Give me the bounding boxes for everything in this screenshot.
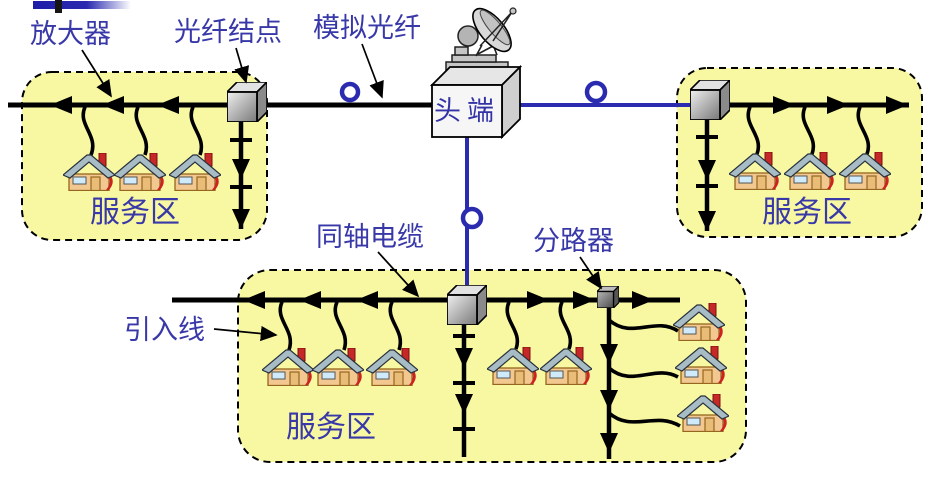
drop-wire xyxy=(607,366,679,379)
fiber-ring-icon xyxy=(460,206,484,230)
amplifier-icon xyxy=(102,96,124,114)
coax-pointer xyxy=(377,251,420,298)
drop-wire xyxy=(505,301,520,350)
drop-wire xyxy=(81,106,95,156)
service-area-bottom-label: 服务区 xyxy=(286,411,376,444)
drop-wire xyxy=(607,411,681,428)
slide-accent-bar xyxy=(33,0,131,13)
down-arrow-icon xyxy=(232,159,250,179)
coaxial-cable-label: 同轴电缆 xyxy=(316,222,424,252)
amplifier-label: 放大器 xyxy=(30,19,111,49)
amplifier-icon xyxy=(157,96,179,114)
amplifier-icon xyxy=(50,96,72,114)
amplifier-icon xyxy=(243,291,265,309)
drop-wire xyxy=(278,301,293,351)
amplifier-icon xyxy=(827,96,849,114)
amplifier-icon xyxy=(773,96,795,114)
down-arrow-icon xyxy=(455,348,473,368)
amplifier-icon xyxy=(356,291,378,309)
down-arrow-icon xyxy=(455,394,473,414)
amplifier-icon xyxy=(632,291,654,309)
drop-wire xyxy=(607,318,679,333)
fiber-ring-icon xyxy=(339,81,361,103)
headend-box-front xyxy=(431,84,503,138)
analog-fiber-pointer xyxy=(361,43,384,99)
amplifier-icon xyxy=(299,291,321,309)
amplifier-icon xyxy=(573,291,595,309)
down-arrow-icon xyxy=(232,209,250,229)
fiber-node-pointer xyxy=(234,47,250,84)
amplifier-icon xyxy=(886,96,908,114)
down-arrow-icon xyxy=(600,390,618,410)
amplifier-icon xyxy=(527,291,549,309)
fiber-ring-markers xyxy=(339,80,608,230)
service-area-right-box xyxy=(676,67,923,238)
drop-wire xyxy=(558,301,573,350)
down-arrow-icon xyxy=(600,433,618,453)
headend-label: 头端 xyxy=(434,96,500,126)
service-area-right-label: 服务区 xyxy=(762,196,852,229)
drop-wires xyxy=(81,106,871,428)
drop-line-pointer xyxy=(213,325,278,342)
tap-ticks xyxy=(230,135,718,431)
fiber-node-right-icon xyxy=(690,80,730,120)
down-arrow-icon xyxy=(698,211,716,231)
drop-wire xyxy=(388,301,403,351)
splitter-icon xyxy=(597,286,619,308)
amplifier-arrows xyxy=(50,96,908,453)
drop-wire xyxy=(856,106,871,155)
callout-arrows xyxy=(81,43,602,342)
down-arrow-icon xyxy=(698,160,716,180)
service-area-left-label: 服务区 xyxy=(90,196,180,229)
analog-fiber-label: 模拟光纤 xyxy=(313,13,421,43)
down-arrow-icon xyxy=(600,344,618,364)
drop-wire xyxy=(801,106,816,155)
splitter-label: 分路器 xyxy=(533,226,614,256)
headend: 头端 xyxy=(429,7,523,140)
drop-line-label: 引入线 xyxy=(124,315,205,345)
fiber-node-label: 光纤结点 xyxy=(174,17,282,47)
fiber-node-left-icon xyxy=(227,82,267,122)
drop-wire xyxy=(333,301,348,351)
drop-wire xyxy=(134,106,149,156)
fiber-ring-icon xyxy=(584,80,608,104)
fiber-node-center-icon xyxy=(447,285,487,325)
satellite-dish-icon xyxy=(445,7,517,71)
drop-wire xyxy=(189,106,204,156)
splitter-pointer xyxy=(579,256,602,290)
drop-wire xyxy=(746,106,761,155)
amplifier-pointer xyxy=(81,49,112,98)
